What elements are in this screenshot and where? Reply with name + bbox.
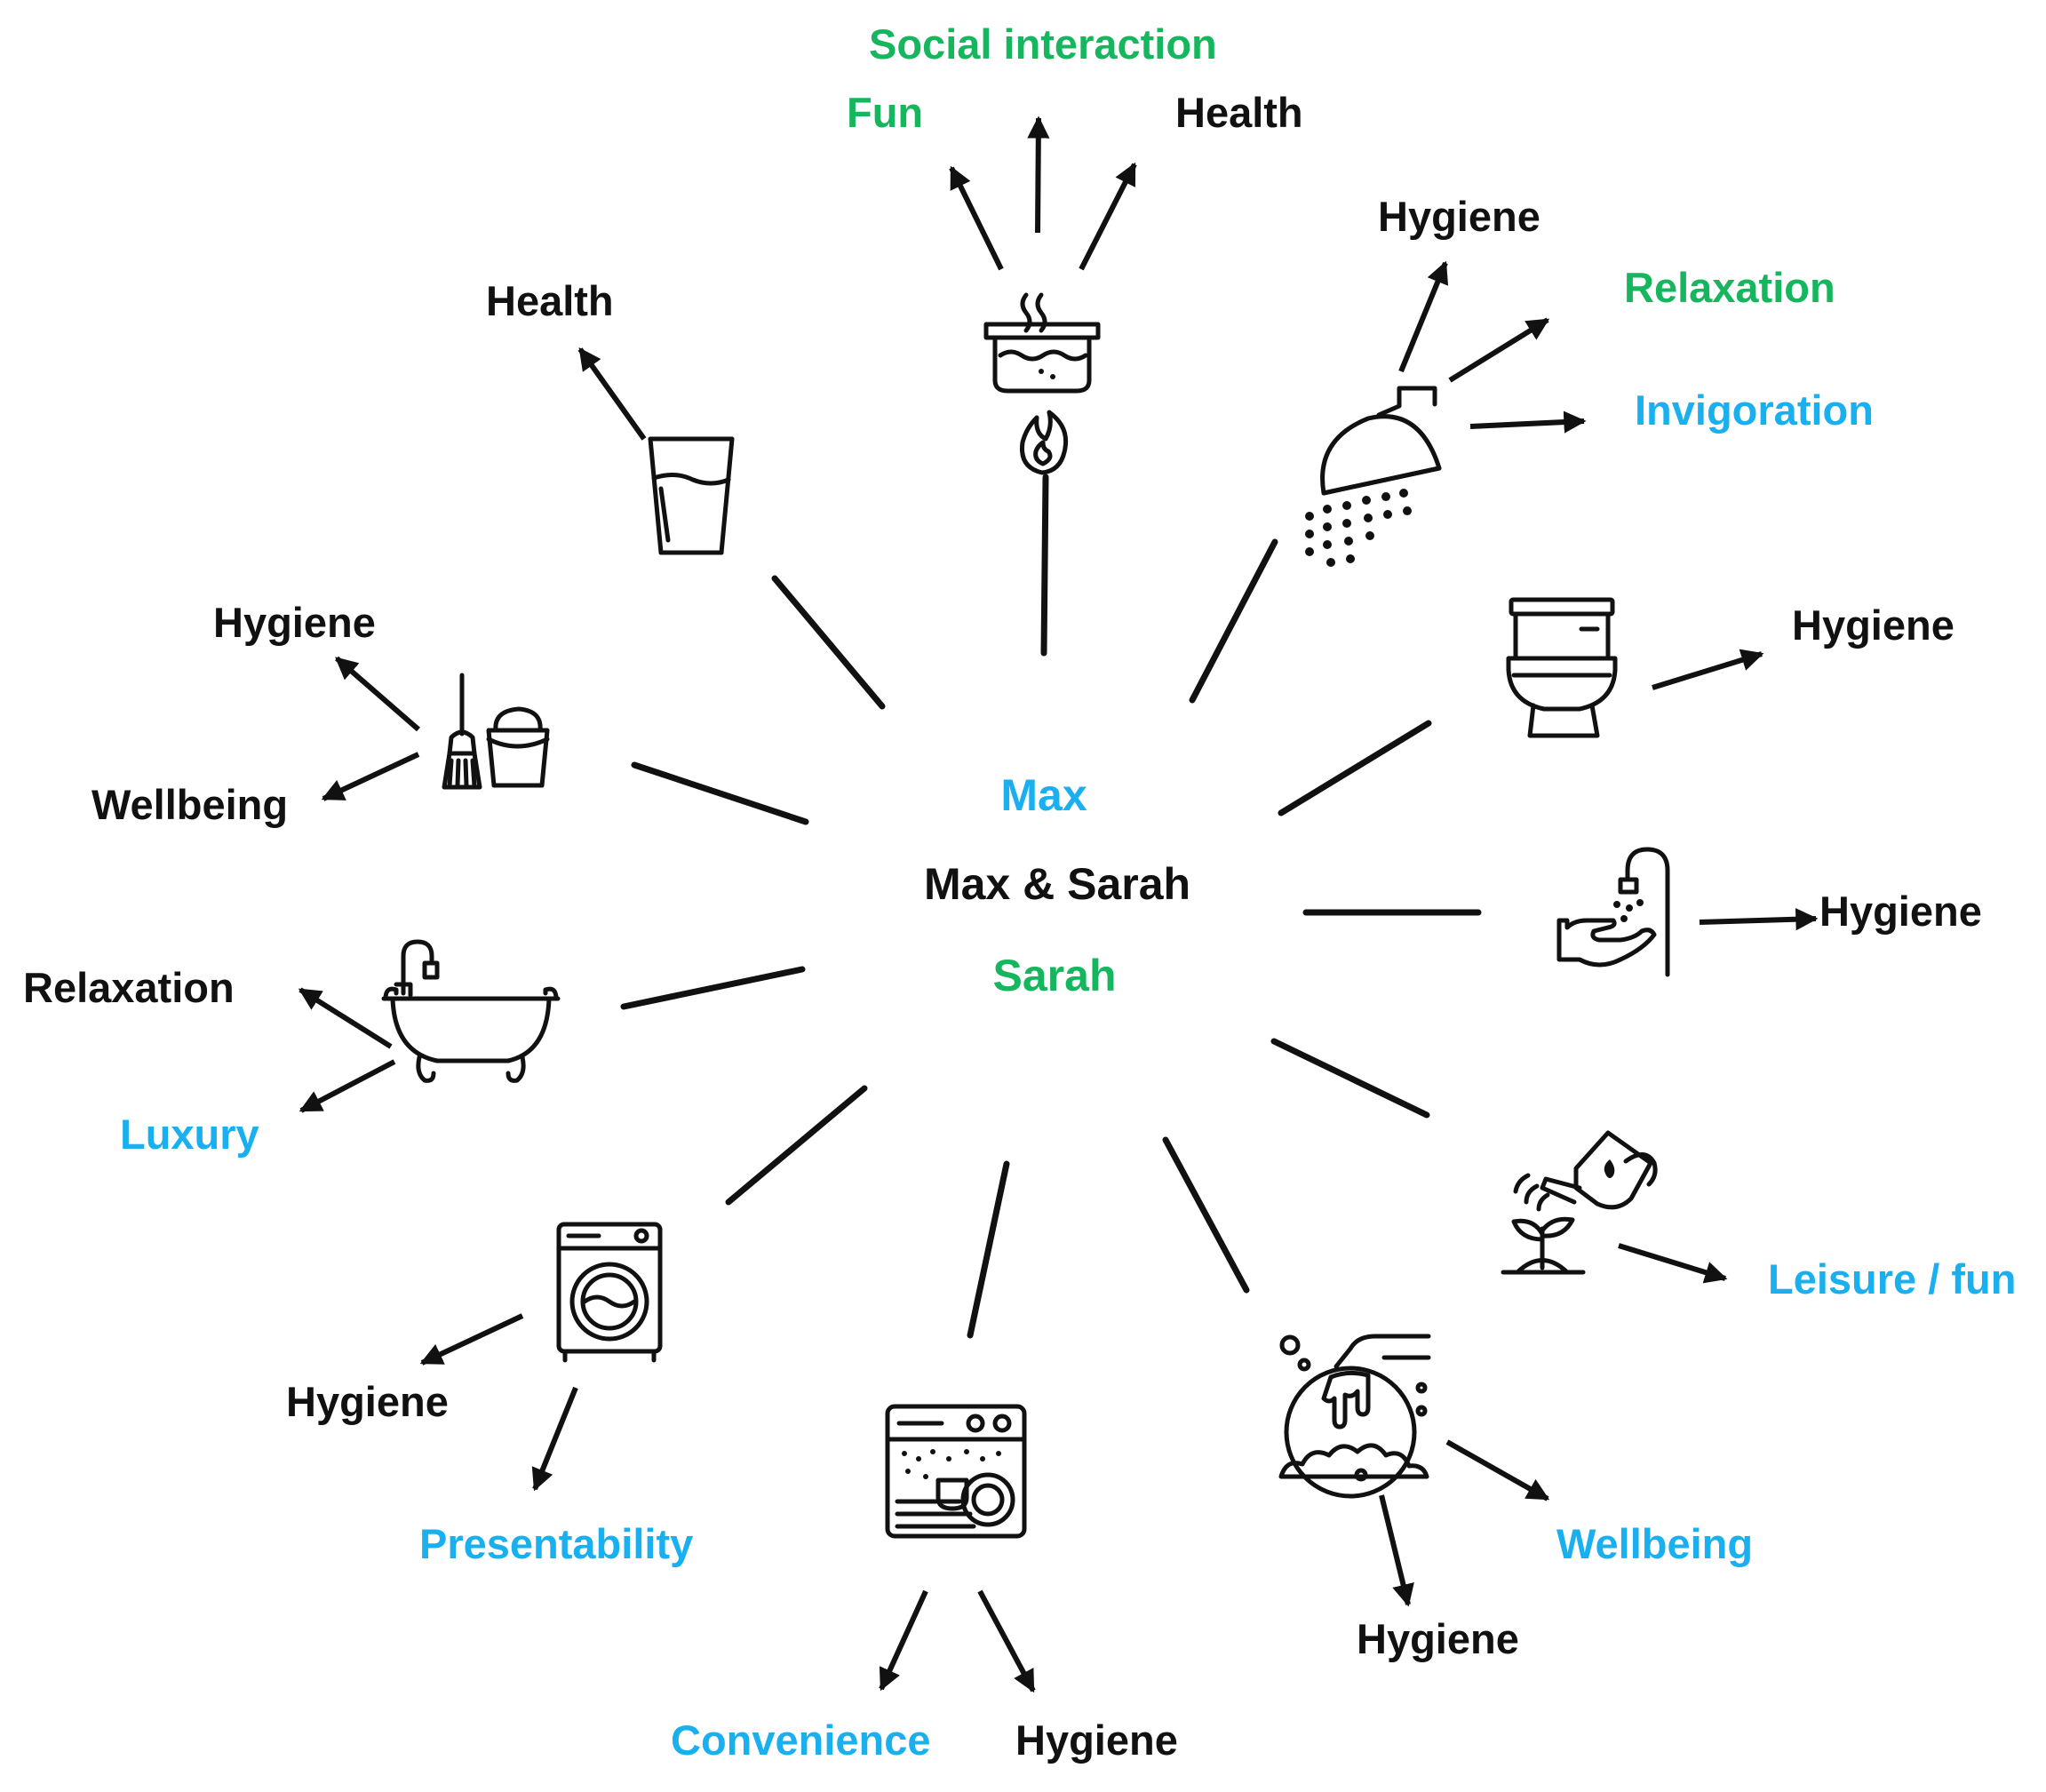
center-label-max: Max: [1000, 770, 1087, 820]
arrow-shower-hygiene: [1398, 260, 1449, 373]
label-hygiene-cleaning: Hygiene: [213, 599, 376, 646]
arrow-dishwasher-convenience: [879, 1589, 928, 1692]
arrow-dishwash-hygiene: [1379, 1494, 1414, 1607]
cleaning-labels: Hygiene Wellbeing: [92, 599, 376, 828]
label-relaxation-bath: Relaxation: [23, 964, 235, 1011]
cooking-pot-icon: [983, 292, 1101, 475]
water-glass-icon: [648, 436, 735, 555]
washing-machine-icon: [556, 1222, 663, 1363]
hand-washing-icon: [1556, 847, 1670, 977]
arrow-garden-leisure: [1618, 1243, 1728, 1284]
arrow-cleaning-hygiene: [335, 656, 420, 732]
shower-icon: [1305, 386, 1442, 567]
spoke-laundry: [725, 1085, 868, 1206]
label-leisure-fun: Leisure / fun: [1768, 1255, 2016, 1302]
shower-labels: Hygiene Relaxation Invigoration: [1378, 193, 1874, 434]
arrow-shower-relaxation: [1448, 317, 1550, 383]
arrow-drinking-health: [577, 346, 647, 441]
arrow-toilet-hygiene: [1652, 649, 1764, 690]
arrow-bath-luxury: [299, 1059, 396, 1113]
arrow-cooking-health: [1079, 162, 1137, 271]
label-hygiene-dishwasher: Hygiene: [1015, 1716, 1178, 1764]
arrow-cooking-social: [1027, 115, 1050, 234]
bathtub-icon: [381, 939, 561, 1083]
spoke-toilet: [1278, 720, 1432, 816]
cooking-labels: Social interaction Fun Health: [847, 20, 1303, 136]
spokes: [620, 474, 1482, 1339]
spoke-drinking: [771, 575, 886, 710]
toilet-icon: [1506, 597, 1618, 738]
label-hygiene-toilet: Hygiene: [1792, 601, 1954, 649]
label-social-interaction: Social interaction: [869, 20, 1217, 68]
spoke-cleaning: [631, 761, 809, 825]
bath-labels: Relaxation Luxury: [23, 964, 259, 1158]
label-health-cooking: Health: [1175, 89, 1303, 136]
arrow-dishwash-wellbeing: [1445, 1439, 1550, 1501]
broom-bucket-icon: [442, 673, 550, 790]
dishwasher-labels: Convenience Hygiene: [671, 1716, 1178, 1764]
center-label-sarah: Sarah: [993, 951, 1117, 1000]
arrow-cleaning-wellbeing: [321, 752, 420, 801]
arrow-cooking-fun: [949, 165, 1004, 271]
spoke-dishwasher: [967, 1160, 1010, 1339]
spoke-dishwash: [1162, 1136, 1250, 1294]
watering-can-icon: [1501, 1130, 1658, 1275]
spoke-bath: [620, 966, 806, 1010]
arrow-shower-invigoration: [1469, 410, 1587, 434]
laundry-labels: Hygiene Presentability: [286, 1378, 693, 1567]
arrow-laundry-hygiene: [419, 1313, 524, 1366]
spoke-garden: [1270, 1038, 1430, 1119]
arrow-laundry-presentability: [531, 1386, 578, 1492]
arrow-handwash-hygiene: [1699, 908, 1819, 931]
dishwasher-icon: [885, 1404, 1027, 1539]
label-health-drinking: Health: [486, 277, 614, 324]
label-fun: Fun: [847, 89, 923, 136]
center-node: Max Max & Sarah Sarah: [924, 770, 1190, 1000]
spoke-cooking: [1040, 474, 1049, 657]
label-wellbeing-dishwash: Wellbeing: [1556, 1520, 1753, 1567]
label-hygiene-handwash: Hygiene: [1819, 888, 1982, 935]
label-luxury: Luxury: [120, 1111, 259, 1158]
dishwash-labels: Wellbeing Hygiene: [1357, 1520, 1753, 1662]
label-presentability: Presentability: [419, 1520, 693, 1567]
label-wellbeing-cleaning: Wellbeing: [92, 781, 288, 828]
spoke-shower: [1189, 538, 1278, 704]
arrow-bath-relaxation: [298, 987, 393, 1049]
label-convenience: Convenience: [671, 1716, 931, 1764]
center-label-max-sarah: Max & Sarah: [924, 859, 1190, 909]
label-hygiene-laundry: Hygiene: [286, 1378, 449, 1425]
arrows: [298, 115, 1819, 1693]
label-invigoration: Invigoration: [1635, 386, 1874, 434]
label-hygiene-shower: Hygiene: [1378, 193, 1540, 240]
hand-dishwashing-icon: [1278, 1334, 1431, 1499]
arrow-dishwasher-hygiene: [977, 1589, 1036, 1693]
label-relaxation-shower: Relaxation: [1624, 264, 1835, 311]
label-hygiene-dishwash: Hygiene: [1357, 1615, 1519, 1662]
